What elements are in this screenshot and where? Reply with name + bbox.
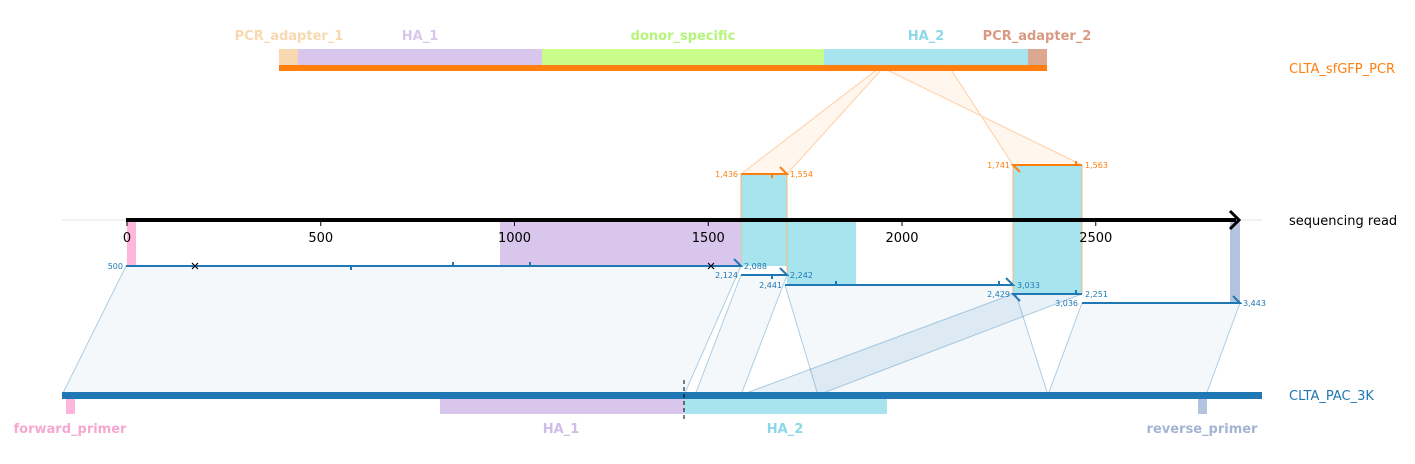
pcr-feature-label: PCR_adapter_1 (235, 29, 344, 44)
pac-alignment-5-end-arrow (1232, 295, 1243, 304)
alignment-endpoint-label: 3,036 (1055, 299, 1078, 308)
read-axis-ticks: 0 500 1000 1500 2000 2500 (123, 220, 1112, 246)
read-reverse-primer-region (1230, 220, 1240, 303)
pac-feature-ha-1-bar (440, 398, 684, 414)
alignment-endpoint-label: 1,554 (790, 170, 813, 179)
pac-feature-ha-2-bar (684, 398, 887, 414)
pcr-feature-label: HA_2 (908, 29, 945, 44)
alignment-endpoint-label: 2,251 (1085, 290, 1108, 299)
pcr-alignment-2-region (882, 67, 1083, 166)
pcr-feature-ha-1-bar (298, 49, 542, 65)
pcr-alignment-lines (741, 161, 1082, 178)
axis-tick-label: 2000 (885, 231, 918, 246)
pac-alignment-1-end-arrow (733, 258, 744, 267)
alignment-endpoint-label: 2,124 (715, 271, 738, 280)
pcr-feature-donor-specific-bar (542, 49, 824, 65)
pcr-reference-bar (279, 65, 1047, 71)
alignment-endpoint-label: 1,563 (1085, 161, 1108, 170)
pac-feature-reverse-primer-bar (1198, 398, 1207, 414)
pac-feature-label: HA_1 (543, 422, 580, 437)
alignment-endpoint-label: 2,088 (744, 262, 767, 271)
axis-tick-label: 0 (123, 231, 131, 246)
alignment-endpoint-label: 3,033 (1017, 281, 1040, 290)
pcr-alignment-regions (739, 67, 1083, 175)
read-ha2-region-1-extension (787, 220, 856, 285)
read-ha1-region (500, 220, 741, 266)
pcr-target-name: CLTA_sfGFP_PCR (1289, 62, 1395, 77)
axis-tick-label: 1000 (498, 231, 531, 246)
deletion-mark (191, 262, 199, 270)
pcr-feature-strip (279, 49, 1047, 65)
pac-feature-forward-primer-bar (66, 398, 75, 414)
pcr-feature-label: PCR_adapter_2 (983, 29, 1092, 44)
alignment-endpoint-label: 2,441 (759, 281, 782, 290)
deletion-mark (707, 262, 715, 270)
pac-feature-label: forward_primer (14, 422, 128, 437)
axis-tick-label: 500 (308, 231, 333, 246)
pcr-feature-pcr-adapter-2-bar (1028, 49, 1047, 65)
pcr-alignment-1-end-arrow (779, 166, 790, 175)
pac-alignment-regions (61, 265, 1241, 396)
pac-alignment-1-region (61, 265, 742, 396)
pcr-alignment-labels: 1,436 1,554 1,741 1,563 (715, 161, 1108, 179)
pac-target-name: CLTA_PAC_3K (1289, 389, 1374, 404)
alignment-endpoint-label: 1,436 (715, 170, 738, 179)
alignment-endpoint-label: 2,429 (987, 290, 1010, 299)
pcr-alignment-2-end-arrow (1010, 164, 1021, 173)
pac-feature-strip (66, 398, 1207, 414)
read-ha2-region-2 (1013, 165, 1082, 294)
pcr-feature-pcr-adapter-1-bar (279, 49, 298, 65)
pac-alignment-labels: 500 2,088 2,124 2,242 2,441 3,033 2,429 … (108, 262, 1266, 308)
pcr-feature-label: donor_specific (631, 29, 736, 44)
axis-tick-label: 1500 (692, 231, 725, 246)
read-axis-arrowhead (1228, 209, 1242, 231)
pac-reference-bar (62, 392, 1262, 399)
pac-alignment-lines (126, 258, 1243, 304)
alignment-endpoint-label: 2,242 (790, 271, 813, 280)
pcr-feature-label: HA_1 (402, 29, 439, 44)
pac-feature-label: HA_2 (767, 422, 804, 437)
pac-feature-label: reverse_primer (1147, 422, 1259, 437)
pac-alignment-2-end-arrow (779, 267, 790, 276)
read-forward-primer-region (127, 220, 136, 266)
alignment-endpoint-label: 1,741 (987, 161, 1010, 170)
pcr-alignment-1-region (739, 67, 885, 175)
pac-alignment-5-region (1047, 302, 1241, 396)
alignment-endpoint-label: 3,443 (1243, 299, 1266, 308)
read-name: sequencing read (1289, 214, 1397, 229)
axis-tick-label: 2500 (1079, 231, 1112, 246)
pac-alignment-4-end-arrow (1010, 293, 1021, 302)
pac-alignment-3-end-arrow (1005, 277, 1016, 286)
alignment-endpoint-label: 500 (108, 262, 123, 271)
pcr-feature-ha-2-bar (824, 49, 1028, 65)
